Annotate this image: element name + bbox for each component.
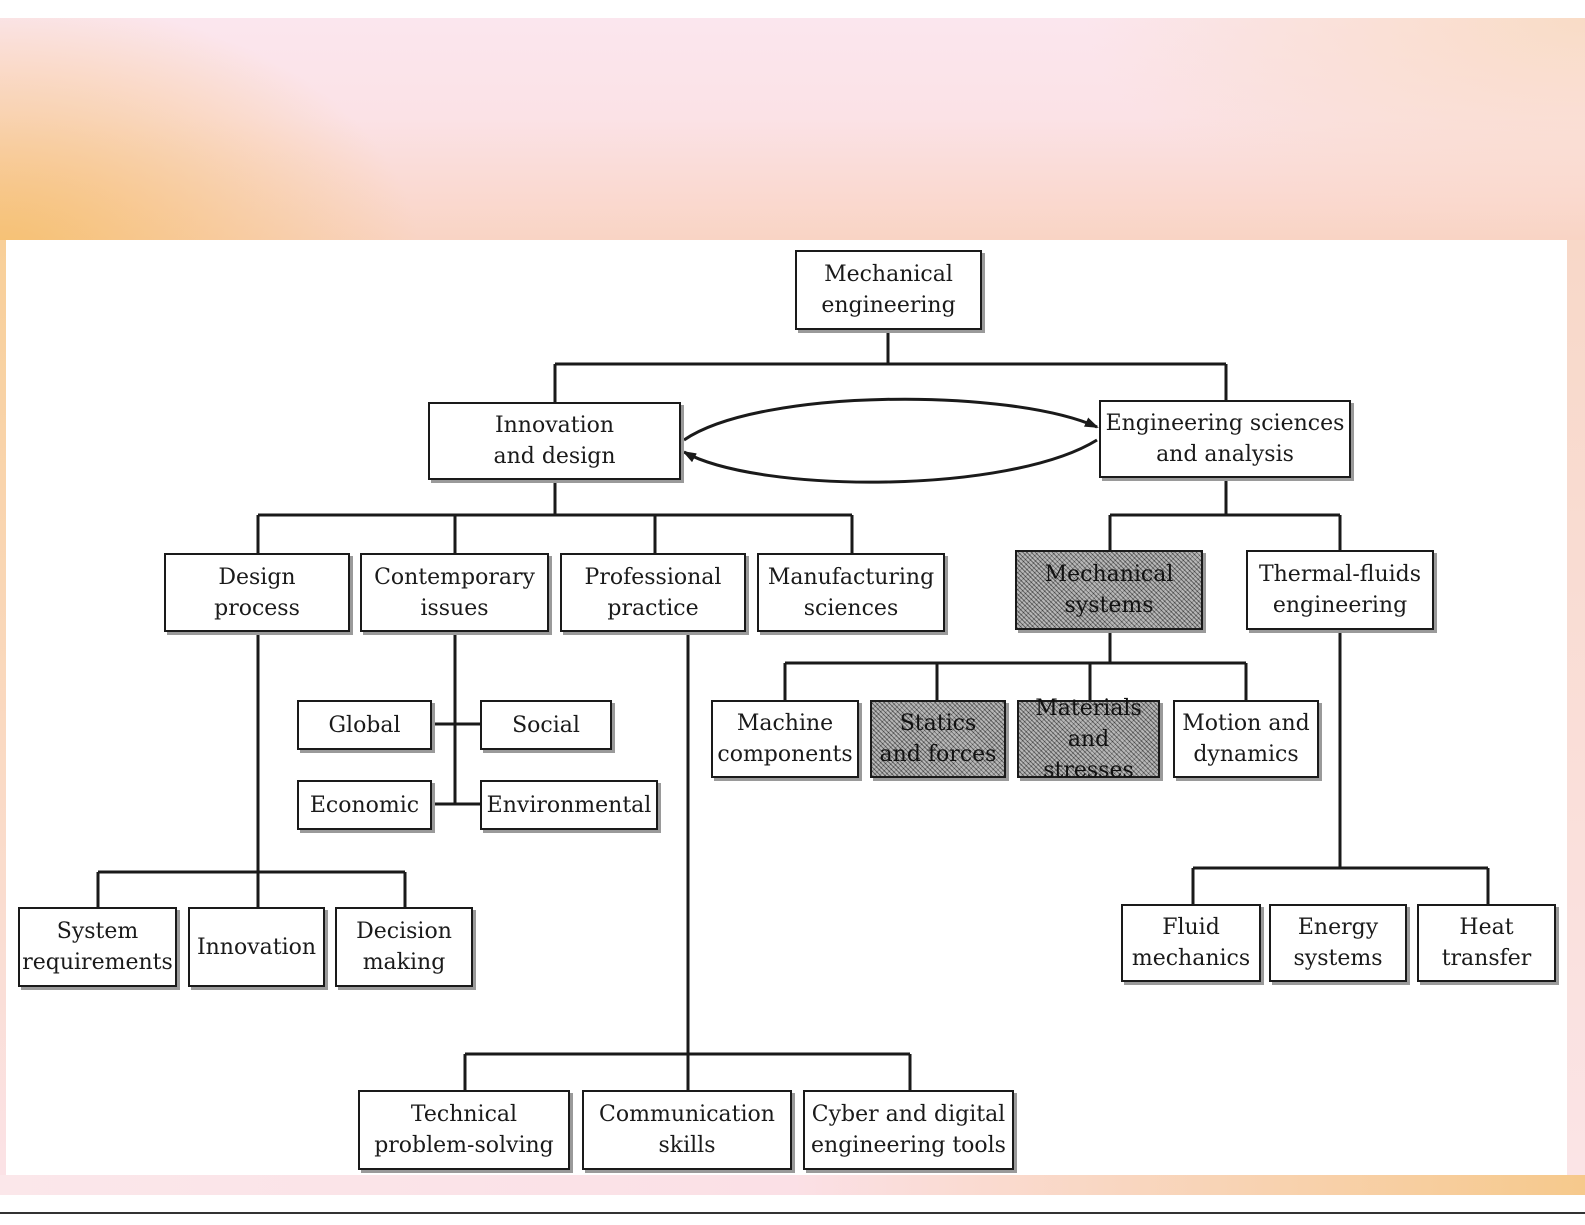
design-process-connector xyxy=(96,632,407,907)
professional-connector xyxy=(463,632,912,1090)
node-engineering-sciences: Engineering sciences and analysis xyxy=(1099,400,1351,478)
node-manufacturing-sciences: Manufacturing sciences xyxy=(757,553,945,632)
node-statics-and-forces: Statics and forces xyxy=(870,700,1006,778)
node-cyber-digital-tools: Cyber and digital engineering tools xyxy=(803,1090,1014,1170)
left-frame-strip xyxy=(0,240,6,1175)
node-environmental: Environmental xyxy=(480,780,658,830)
innovation-connector xyxy=(256,480,854,553)
node-economic: Economic xyxy=(297,780,432,830)
node-design-process: Design process xyxy=(164,553,350,632)
mech-systems-connector xyxy=(783,630,1248,700)
node-mechanical-systems: Mechanical systems xyxy=(1015,550,1203,630)
cycle-arrow-bottom xyxy=(682,438,1098,484)
cycle-arrow-top xyxy=(683,397,1099,442)
node-fluid-mechanics: Fluid mechanics xyxy=(1121,904,1261,982)
node-innovation-and-design: Innovation and design xyxy=(428,402,681,480)
node-social: Social xyxy=(480,700,612,750)
right-frame-strip xyxy=(1567,240,1585,1175)
node-technical-problem-solving: Technical problem-solving xyxy=(358,1090,570,1170)
thermal-connector xyxy=(1191,630,1490,904)
footer-rule xyxy=(0,1212,1585,1214)
node-innovation: Innovation xyxy=(188,907,325,987)
node-decision-making: Decision making xyxy=(335,907,473,987)
node-system-requirements: System requirements xyxy=(18,907,177,987)
contemporary-connector xyxy=(432,632,480,806)
node-motion-and-dynamics: Motion and dynamics xyxy=(1173,700,1319,778)
node-mechanical-engineering: Mechanical engineering xyxy=(795,250,982,330)
root-connector xyxy=(553,330,1228,402)
node-heat-transfer: Heat transfer xyxy=(1417,904,1556,982)
node-contemporary-issues: Contemporary issues xyxy=(360,553,549,632)
node-communication-skills: Communication skills xyxy=(582,1090,792,1170)
node-energy-systems: Energy systems xyxy=(1269,904,1407,982)
sciences-connector xyxy=(1108,478,1342,550)
header-banner xyxy=(0,18,1585,240)
node-machine-components: Machine components xyxy=(711,700,859,778)
node-materials-and-stresses: Materials and stresses xyxy=(1017,696,1160,783)
node-professional-practice: Professional practice xyxy=(560,553,746,632)
footer-band xyxy=(0,1175,1585,1195)
node-global: Global xyxy=(297,700,432,750)
node-thermal-fluids: Thermal-fluids engineering xyxy=(1246,550,1434,630)
